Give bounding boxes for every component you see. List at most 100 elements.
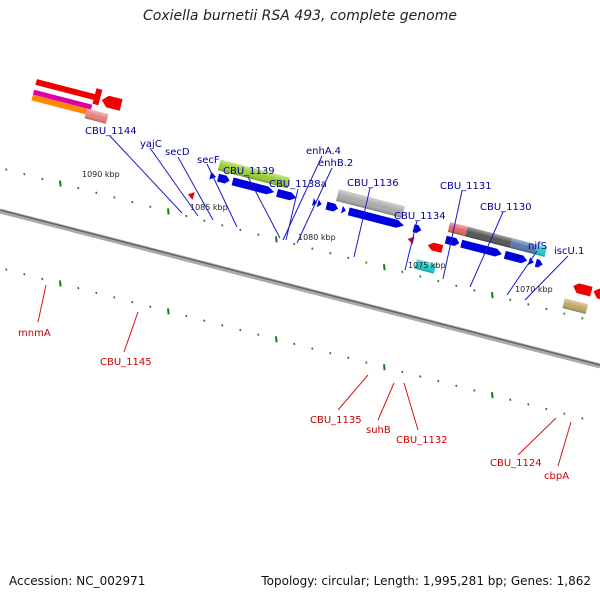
minor-tick	[95, 291, 98, 295]
minor-tick	[5, 168, 8, 171]
gene-label[interactable]: suhB	[366, 425, 391, 436]
gene-label[interactable]: CBU_1139	[223, 166, 275, 177]
reverse-arrow-right[interactable]	[592, 287, 600, 302]
minor-tick	[41, 177, 44, 181]
cds-arrow-4[interactable]	[276, 188, 297, 202]
scale-label: 1090 kbp	[82, 170, 120, 179]
cds-arrow-5[interactable]	[311, 198, 318, 207]
gene-label[interactable]: secF	[197, 155, 220, 166]
minor-tick	[131, 300, 134, 304]
minor-tick	[581, 317, 584, 320]
minor-tick	[113, 196, 116, 199]
minor-tick	[563, 312, 566, 315]
minor-tick	[77, 286, 80, 290]
minor-tick	[365, 261, 368, 264]
cds-arrow-8[interactable]	[340, 205, 347, 215]
minor-tick	[455, 284, 458, 288]
minor-tick	[257, 333, 260, 336]
feature-bar-olive[interactable]	[562, 298, 589, 314]
feature-bar-cyan[interactable]	[414, 258, 437, 274]
major-tick	[491, 392, 494, 399]
gene-label[interactable]: CBU_1144	[85, 126, 137, 137]
minor-tick	[131, 200, 134, 204]
gene-label[interactable]: CBU_1132	[396, 435, 448, 446]
minor-tick	[527, 403, 530, 406]
minor-tick	[293, 342, 296, 346]
gene-label[interactable]: CBU_1145	[100, 357, 152, 368]
minor-tick	[581, 417, 584, 420]
minor-tick	[311, 347, 314, 350]
major-tick	[491, 292, 494, 299]
minor-tick	[311, 247, 314, 250]
gene-label[interactable]: cbpA	[544, 471, 569, 482]
minor-tick	[401, 370, 404, 374]
minor-tick	[419, 275, 422, 278]
minor-tick	[185, 214, 188, 218]
cds-arrow-14[interactable]	[528, 257, 535, 266]
major-tick	[167, 208, 170, 215]
major-tick	[59, 180, 62, 187]
gene-label[interactable]: CBU_1138a	[269, 179, 327, 190]
gene-label[interactable]: CBU_1130	[480, 202, 532, 213]
scale-ticks	[5, 168, 584, 420]
major-tick	[275, 336, 278, 343]
scale-label: 1085 kbp	[190, 203, 228, 212]
major-tick	[275, 236, 278, 243]
gene-label[interactable]: iscU.1	[554, 246, 584, 257]
gene-label[interactable]: enhA.4	[306, 146, 341, 157]
minor-tick	[329, 352, 332, 355]
cds-arrow-9[interactable]	[347, 207, 405, 230]
feature-bar-green[interactable]	[217, 159, 291, 189]
gene-label[interactable]: mnmA	[18, 328, 51, 339]
cds-arrow-2[interactable]	[217, 173, 231, 185]
gene-label[interactable]: nifS	[528, 241, 547, 252]
minor-tick	[419, 375, 422, 378]
genome-backbone	[0, 208, 600, 369]
feature-bar-dark[interactable]	[447, 222, 548, 257]
scale-label: 1080 kbp	[298, 233, 336, 242]
minor-tick	[23, 172, 26, 176]
minor-tick	[239, 328, 242, 332]
minor-tick	[239, 228, 242, 232]
cds-arrow-6[interactable]	[316, 199, 323, 208]
map-title: Coxiella burnetii RSA 493, complete geno…	[143, 8, 457, 24]
minor-tick	[473, 389, 476, 392]
minor-tick	[545, 307, 548, 311]
gene-label[interactable]: secD	[165, 147, 190, 158]
minor-tick	[203, 219, 206, 222]
minor-tick	[473, 289, 476, 292]
reverse-arrow-cbu1132[interactable]	[427, 241, 444, 253]
minor-tick	[455, 384, 458, 388]
gene-label[interactable]: yajC	[140, 139, 162, 150]
minor-tick	[347, 256, 350, 260]
cds-arrow-13[interactable]	[503, 250, 528, 265]
gene-label[interactable]: CBU_1136	[347, 178, 399, 189]
reverse-arrow-small[interactable]	[187, 191, 195, 200]
accession-text: Accession: NC_002971	[9, 574, 146, 588]
minor-tick	[23, 272, 26, 276]
minor-tick	[149, 305, 152, 308]
feature-bar-gray[interactable]	[335, 189, 405, 218]
gene-label[interactable]: CBU_1134	[394, 211, 446, 222]
major-tick	[383, 364, 386, 371]
minor-tick	[95, 191, 98, 195]
gene-label[interactable]: CBU_1124	[490, 458, 542, 469]
minor-tick	[113, 296, 116, 299]
reverse-features-left[interactable]	[30, 73, 123, 126]
minor-tick	[293, 242, 296, 246]
minor-tick	[401, 270, 404, 274]
gene-label[interactable]: CBU_1131	[440, 181, 492, 192]
minor-tick	[5, 268, 8, 271]
cds-arrow-15[interactable]	[534, 258, 544, 268]
minor-tick	[437, 279, 440, 283]
gene-label[interactable]: enhB.2	[318, 158, 353, 169]
reverse-arrow-cbu1124[interactable]	[572, 282, 593, 297]
gene-label[interactable]: CBU_1135	[310, 415, 362, 426]
minor-tick	[347, 356, 350, 360]
minor-tick	[221, 324, 224, 327]
minor-tick	[221, 224, 224, 227]
cds-arrow-12[interactable]	[460, 239, 503, 258]
cds-arrow-7[interactable]	[325, 201, 339, 213]
cds-arrow-11[interactable]	[444, 235, 461, 247]
